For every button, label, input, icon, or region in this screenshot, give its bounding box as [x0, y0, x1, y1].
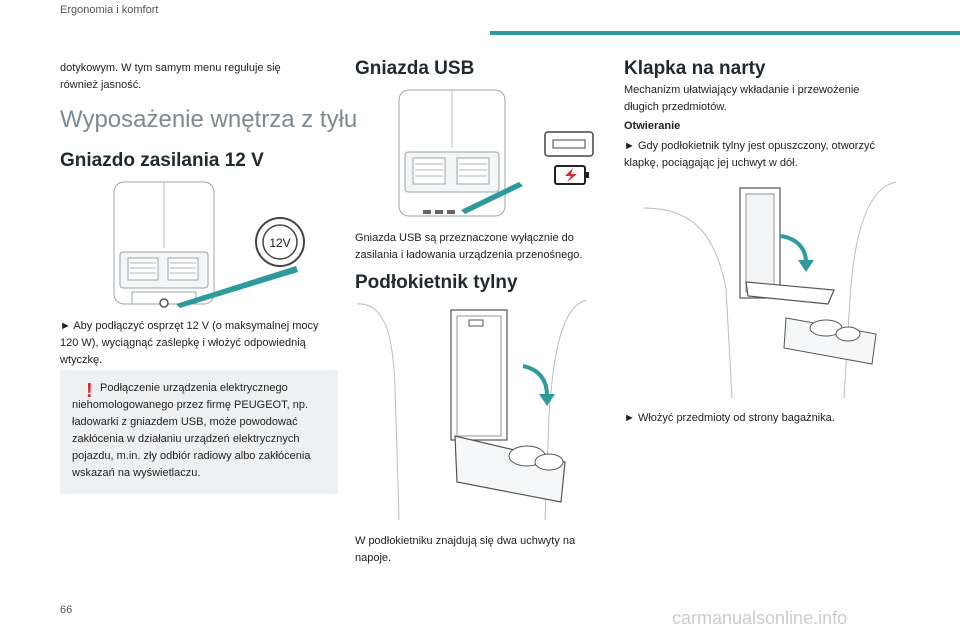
header-accent-bar — [490, 31, 960, 35]
usb-title: Gniazda USB — [355, 58, 475, 79]
socket-title: Gniazdo zasilania 12 V — [60, 150, 264, 171]
section-title: Wyposażenie wnętrza z tyłu — [60, 106, 358, 133]
insert-text: ► Włożyć przedmioty od strony bagażnika. — [624, 412, 835, 424]
opening-text: ► Gdy podłokietnik tylny jest opuszczony… — [624, 140, 875, 169]
socket-12v-label: 12V — [269, 236, 290, 250]
warning-box: ! Podłączenie urządzenia elektrycznego n… — [60, 370, 338, 494]
ski-hatch-illustration — [643, 181, 897, 399]
armrest-illustration — [356, 299, 588, 520]
ski-intro: Mechanizm ułatwiający wkładanie i przewo… — [624, 84, 860, 113]
socket-text: ► Aby podłączyć osprzęt 12 V (o maksymal… — [60, 320, 319, 366]
opening-title: Otwieranie — [624, 120, 681, 132]
running-header: Ergonomia i komfort — [60, 4, 159, 16]
warning-exclamation-icon: ! — [86, 380, 93, 402]
ski-title: Klapka na narty — [624, 58, 766, 79]
watermark: carmanualsonline.info — [672, 608, 848, 628]
armrest-text: W podłokietniku znajdują się dwa uchwyty… — [355, 535, 576, 564]
intro-text: dotykowym. W tym samym menu reguluje się… — [60, 62, 281, 91]
page-number: 66 — [60, 604, 73, 616]
usb-illustration — [398, 89, 594, 217]
warning-text: Podłączenie urządzenia elektrycznego nie… — [72, 382, 311, 479]
armrest-title: Podłokietnik tylny — [355, 272, 518, 293]
socket-illustration: 12V — [113, 181, 305, 308]
usb-text: Gniazda USB są przeznaczone wyłącznie do… — [355, 232, 583, 261]
